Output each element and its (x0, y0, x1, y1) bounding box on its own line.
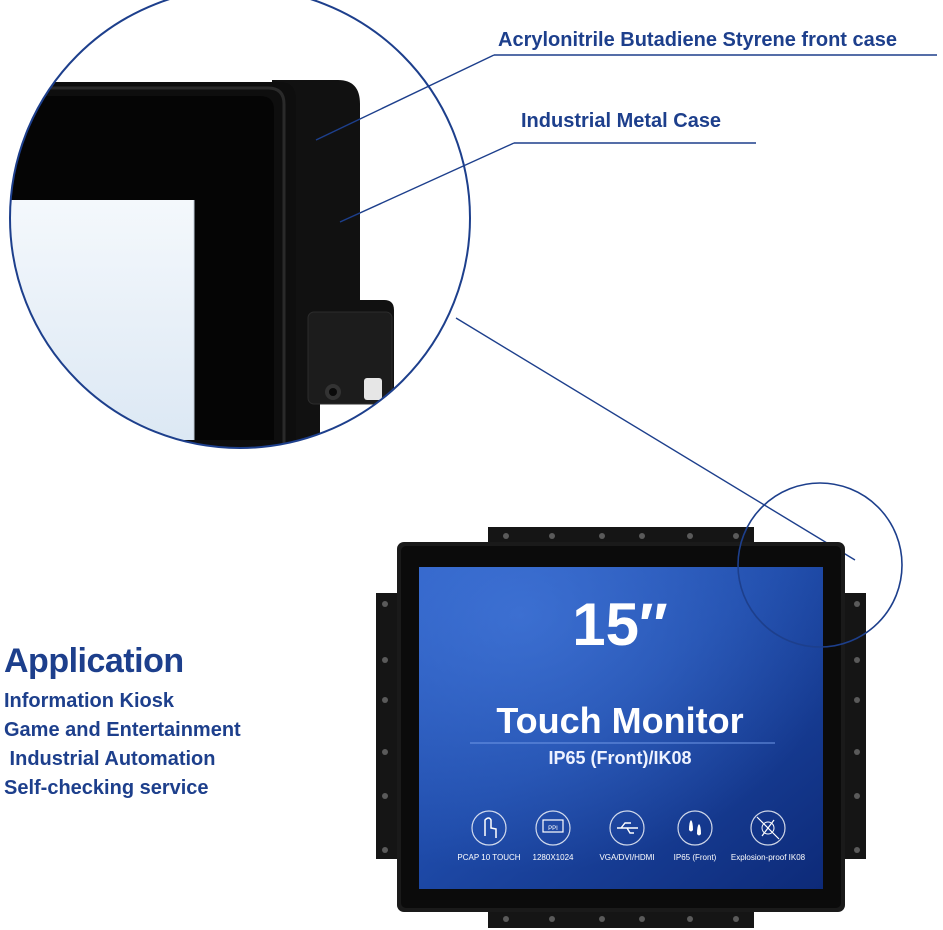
application-item: Self-checking service (4, 777, 209, 799)
callout-abs-front-case: Acrylonitrile Butadiene Styrene front ca… (498, 29, 898, 51)
left-mount-bracket (376, 593, 400, 859)
touch-monitor: PPI (376, 527, 866, 928)
feature-icons (471, 810, 786, 846)
application-item: Game and Entertainment (4, 719, 241, 741)
right-mount-bracket (842, 593, 866, 859)
usb-icon (609, 810, 645, 846)
screen-size-label: 15″ (572, 591, 668, 658)
explosion-proof-icon (750, 810, 786, 846)
feature-label-explosion-proof: Explosion-proof IK08 (730, 853, 806, 862)
application-item: Industrial Automation (4, 748, 216, 770)
feature-label-ip65: IP65 (Front) (673, 853, 717, 862)
touch-icon (471, 810, 507, 846)
screen-subtitle: IP65 (Front)/IK08 (548, 748, 692, 768)
ppi-icon-text: PPI (548, 826, 558, 832)
detail-marker-circle (737, 482, 903, 648)
application-section: Application Information Kiosk Game and E… (4, 642, 241, 803)
lcd-panel (10, 200, 194, 440)
callout-lines (315, 54, 937, 561)
feature-label-interfaces: VGA/DVI/HDMI (599, 853, 655, 862)
ppi-icon (535, 810, 571, 846)
screen-title: Touch Monitor (496, 700, 744, 741)
feature-label-touch: PCAP 10 TOUCH (457, 853, 521, 862)
callout-metal-case: Industrial Metal Case (521, 110, 722, 132)
bottom-mount-tab (488, 910, 754, 928)
zoom-detail (9, 0, 471, 449)
application-item: Information Kiosk (4, 690, 175, 712)
water-drops-icon (677, 810, 713, 846)
top-mount-tab (488, 527, 754, 545)
application-title: Application (4, 642, 184, 680)
feature-label-resolution: 1280X1024 (532, 853, 574, 862)
